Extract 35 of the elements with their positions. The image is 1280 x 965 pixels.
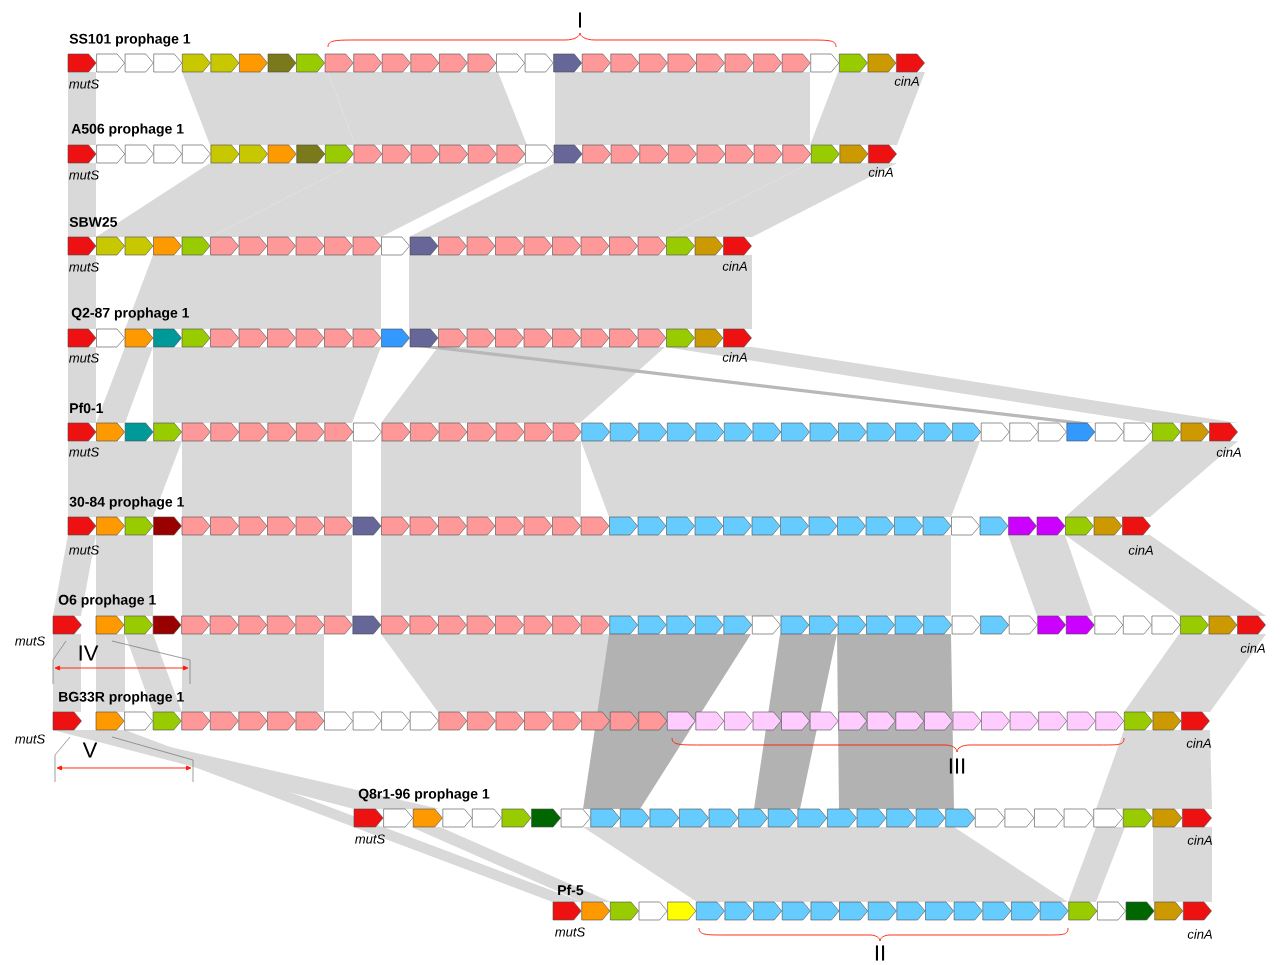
- track-name: Q2-87 prophage 1: [71, 307, 190, 321]
- track-name: BG33R prophage 1: [59, 691, 184, 705]
- region-numeral: V: [82, 742, 98, 758]
- gene-label: cinA: [1240, 643, 1265, 653]
- gene-label: mutS: [69, 262, 100, 272]
- track-name: Pf0-1: [70, 402, 104, 414]
- gene-label: cinA: [1186, 738, 1211, 748]
- gene-label: mutS: [69, 79, 100, 89]
- region-numeral: II: [875, 945, 885, 961]
- track-name: 30-84 prophage 1: [69, 496, 184, 510]
- track-name: SBW25: [69, 217, 118, 227]
- track-name: A506 prophage 1: [71, 123, 184, 137]
- gene-label: mutS: [69, 170, 100, 180]
- gene-label: mutS: [355, 834, 386, 844]
- track-name: SS101 prophage 1: [69, 33, 191, 47]
- track-name: Pf-5: [558, 884, 584, 896]
- region-numeral: IV: [79, 645, 99, 661]
- gene-label: mutS: [69, 545, 100, 555]
- track-name: O6 prophage 1: [58, 594, 156, 608]
- gene-label: mutS: [15, 636, 46, 646]
- track-name: Q8r1-96 prophage 1: [358, 788, 490, 802]
- gene-label: cinA: [1216, 447, 1241, 457]
- gene-label: mutS: [555, 927, 586, 937]
- region-numeral: I: [578, 12, 582, 28]
- gene-label: mutS: [15, 734, 46, 744]
- gene-label: cinA: [894, 76, 919, 86]
- gene-label: cinA: [722, 352, 747, 362]
- gene-label: cinA: [1187, 835, 1212, 845]
- gene-label: mutS: [69, 353, 100, 363]
- gene-label: cinA: [868, 167, 893, 177]
- gene-label: cinA: [1187, 929, 1212, 939]
- gene-label: cinA: [1128, 545, 1153, 555]
- gene-label: cinA: [722, 261, 747, 271]
- gene-label: mutS: [69, 447, 100, 457]
- region-numeral: III: [949, 758, 965, 774]
